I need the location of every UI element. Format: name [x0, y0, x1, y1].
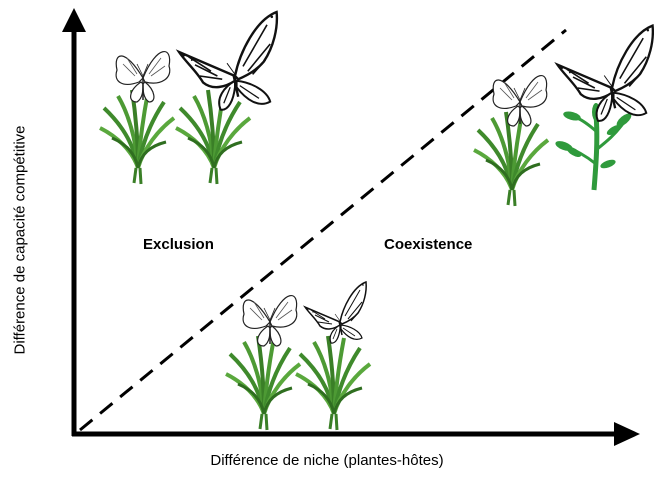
small-butterfly-icon — [115, 50, 171, 103]
large-butterfly-icon — [177, 10, 279, 111]
x-axis-label: Différence de niche (plantes-hôtes) — [210, 452, 444, 469]
region-label-exclusion: Exclusion — [143, 236, 214, 253]
y-axis — [62, 8, 86, 436]
grass-plant-icon — [174, 88, 252, 186]
branching-plant-icon — [554, 103, 633, 190]
boundary-dashed-line — [79, 28, 567, 432]
grass-plant-icon — [294, 334, 372, 432]
grass-plant-icon — [98, 88, 176, 186]
small-butterfly-icon — [242, 294, 298, 347]
grass-plant-icon — [224, 334, 302, 432]
y-axis-label: Différence de capacité compétitive — [11, 125, 29, 355]
region-label-coexistence: Coexistence — [384, 236, 473, 253]
x-axis — [72, 422, 640, 446]
large-butterfly-icon — [304, 281, 367, 344]
small-butterfly-icon — [492, 74, 548, 127]
large-butterfly-icon — [556, 24, 654, 123]
